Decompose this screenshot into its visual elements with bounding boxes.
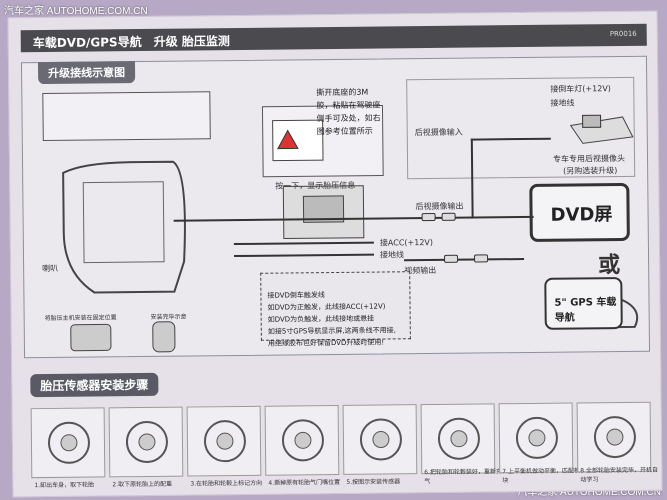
label-cam-power: 接倒车灯(+12V) bbox=[550, 84, 611, 94]
install-step: 5.按图示安装传感器 bbox=[342, 404, 418, 486]
connector-1 bbox=[421, 212, 436, 222]
sheet-code: PR0016 bbox=[609, 29, 637, 39]
dvd-trigger-note: 接DVD倒车触发线 如DVD为正触发，此线接ACC(+12V) 如DVD为负触发… bbox=[260, 271, 411, 348]
label-ground2: 接地线 bbox=[379, 250, 405, 260]
install-step: 4.撕掉原有轮胎气门嘴位置 bbox=[264, 404, 340, 487]
install-step-caption: 8.全部轮胎安装完毕，开机自动学习 bbox=[580, 466, 659, 484]
sheet-title: 车载DVD/GPS导航 升级 胎压监测 bbox=[32, 34, 230, 51]
install-step-caption: 3.在轮胎和轮毂上标记方向 bbox=[190, 479, 263, 488]
install-step: 7.上平衡机做动平衡，匹配模块 bbox=[498, 402, 580, 484]
label-rear-cam-in: 后视摄像输入 bbox=[414, 127, 463, 138]
gps-label: 5" GPS 车载导航 bbox=[554, 297, 617, 324]
label-cam-opt: (另购选装升级) bbox=[563, 166, 618, 176]
label-mount: 将胎压主机安装在固定位置 bbox=[44, 314, 117, 323]
install-step: 3.在轮胎和轮毂上标记方向 bbox=[186, 405, 262, 488]
label-install: 安装完毕示意 bbox=[150, 313, 187, 321]
label-cam-spec: 专车专用后视摄像头 bbox=[552, 153, 626, 164]
install-steps-row: 1.卸出车身，取下轮胎 2.取下原轮胎上的配重 3.在轮胎和轮毂上标记方向 4.撕掉原… bbox=[24, 364, 658, 489]
connector-3 bbox=[444, 254, 459, 263]
watermark-bottom: 汽车之家 AUTOHOME.COM.CN bbox=[517, 487, 661, 498]
install-step-caption: 4.撕掉原有轮胎气门嘴位置 bbox=[268, 478, 341, 487]
install-step: 1.卸出车身，取下轮胎 bbox=[30, 407, 106, 489]
watermark-top: 汽车之家 AUTOHOME.COM.CN bbox=[4, 6, 148, 17]
label-ground: 接地线 bbox=[550, 98, 575, 108]
or-label: 或 bbox=[598, 253, 621, 279]
gps-display: 5" GPS 车载导航 bbox=[544, 276, 623, 330]
instruction-sheet: 车载DVD/GPS导航 升级 胎压监测 PR0016 升级接线示意图 撕开底座的… bbox=[7, 10, 663, 498]
connector-4 bbox=[474, 254, 489, 263]
install-section-title: 胎压传感器安装步骤 bbox=[30, 372, 159, 398]
label-horn: 喇叭 bbox=[42, 263, 59, 274]
dvd-label: DVD屏 bbox=[550, 204, 613, 226]
install-panel: 胎压传感器安装步骤 1.卸出车身，取下轮胎 2.取下原轮胎上的配重 3.在轮胎和轮毂… bbox=[24, 364, 658, 489]
wiring-panel: 升级接线示意图 撕开底座的3M胶，粘贴在驾驶座侧手可及处，如右图参考位置所示 按… bbox=[20, 55, 651, 359]
install-step-caption: 6.把轮胎和轮毂装好，重新充气 bbox=[424, 468, 503, 486]
install-step-caption: 1.卸出车身，取下轮胎 bbox=[34, 481, 95, 490]
connector-2 bbox=[441, 212, 456, 221]
sticker-caption: 按一下，显示胎压信息 bbox=[275, 180, 356, 191]
install-step: 2.取下原轮胎上的配重 bbox=[108, 406, 184, 488]
sheet-header: 车载DVD/GPS导航 升级 胎压监测 PR0016 bbox=[20, 23, 647, 53]
label-module: 后视摄像输出 bbox=[415, 201, 464, 212]
install-step-caption: 2.取下原轮胎上的配重 bbox=[112, 480, 173, 489]
label-acc: 接ACC(+12V) bbox=[379, 237, 434, 248]
sticker-note: 撕开底座的3M胶，粘贴在驾驶座侧手可及处，如右图参考位置所示 bbox=[316, 87, 381, 137]
dvd-display: DVD屏 bbox=[529, 182, 630, 242]
car-interior-outline bbox=[62, 104, 639, 353]
install-step: 6.把轮胎和轮毂装好，重新充气 bbox=[420, 403, 502, 485]
install-step-caption: 5.按图示安装传感器 bbox=[346, 478, 401, 486]
install-step-caption: 7.上平衡机做动平衡，匹配模块 bbox=[502, 467, 581, 485]
install-step: 8.全部轮胎安装完毕，开机自动学习 bbox=[576, 401, 658, 483]
